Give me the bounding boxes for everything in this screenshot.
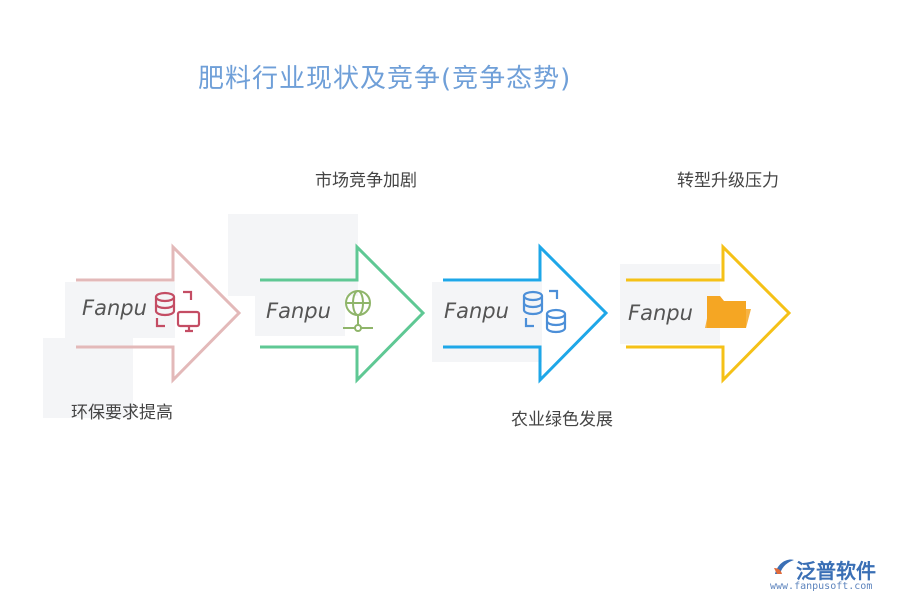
step-4-arrow (626, 243, 792, 384)
step-3-arrow (443, 243, 609, 384)
step-1-arrow (76, 243, 242, 384)
brand-logo-icon (774, 559, 794, 574)
background-panel (228, 214, 358, 296)
step-3-watermark: Fanpu (444, 299, 509, 323)
background-panel (255, 296, 345, 336)
step-3-label: 农业绿色发展 (511, 410, 613, 430)
globe-network-icon (343, 290, 373, 332)
database-sync-icon (522, 289, 567, 334)
folder-icon (705, 296, 751, 328)
database-monitor-icon (154, 290, 201, 333)
step-1-watermark: Fanpu (82, 296, 147, 320)
background-panel (43, 338, 133, 418)
step-2-watermark: Fanpu (266, 299, 331, 323)
step-2-arrow (260, 243, 426, 384)
page-title: 肥料行业现状及竞争(竞争态势) (198, 64, 572, 94)
step-4-label: 转型升级压力 (677, 171, 779, 191)
step-4-watermark: Fanpu (628, 301, 693, 325)
step-2-label: 市场竞争加剧 (315, 171, 417, 191)
brand-name: 泛普软件 (796, 559, 876, 583)
background-panel (620, 264, 720, 344)
step-1-label: 环保要求提高 (71, 403, 173, 423)
brand-url: www.fanpusoft.com (770, 581, 873, 592)
